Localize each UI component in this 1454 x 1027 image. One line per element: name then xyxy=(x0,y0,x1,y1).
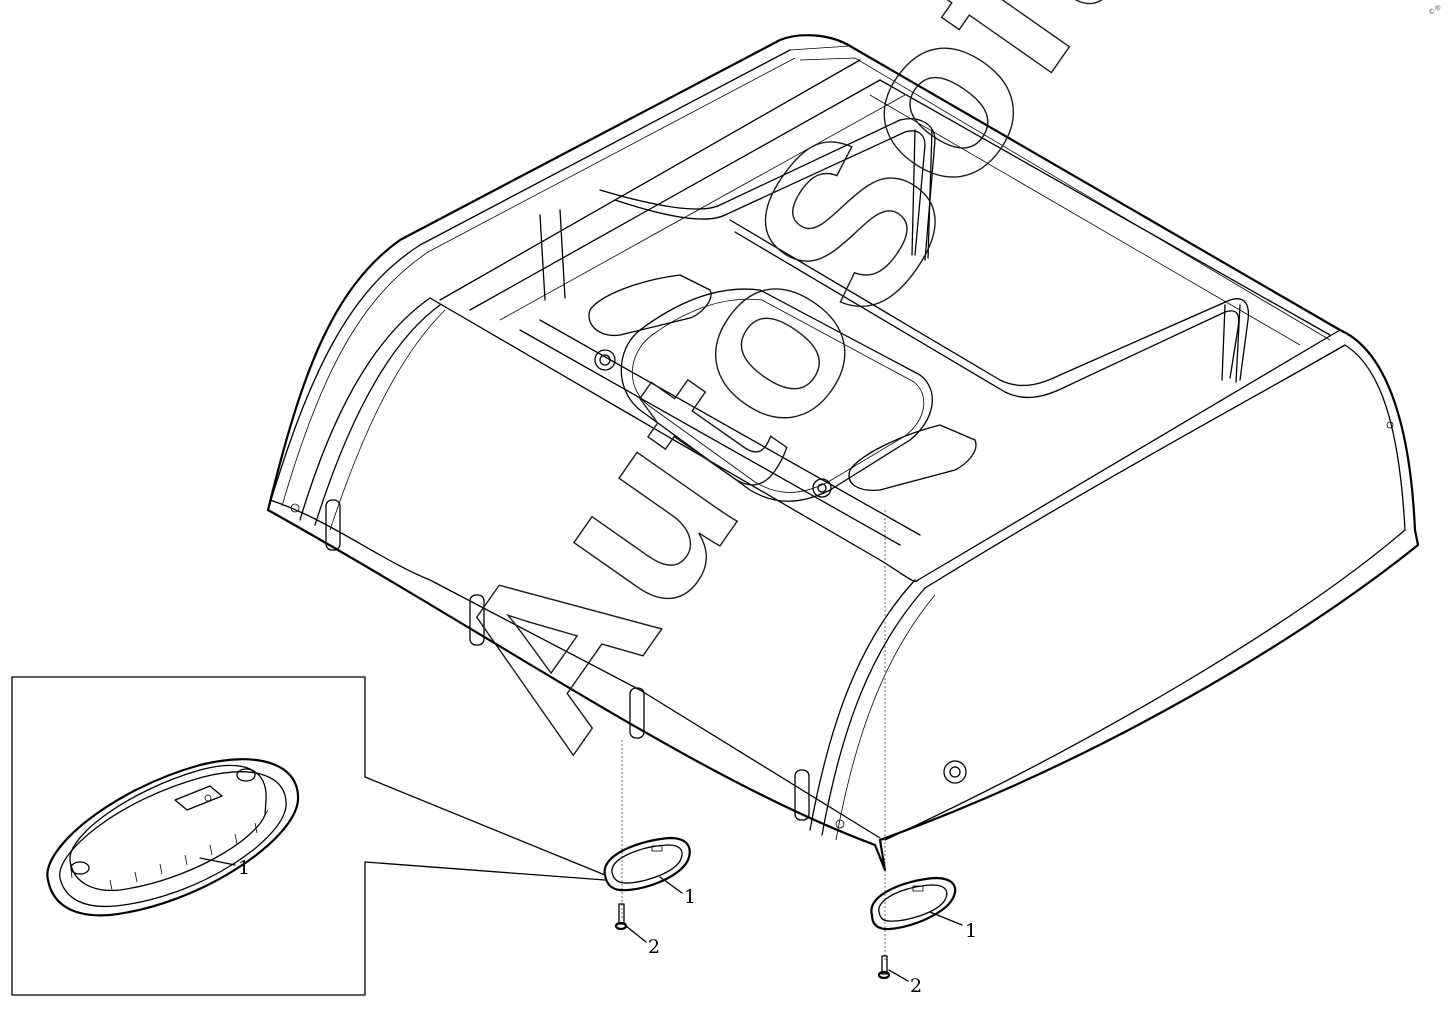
dome-lamp-center xyxy=(603,836,691,892)
watermark-text: AutoSoft xyxy=(400,0,1167,788)
roof-panel xyxy=(266,34,1420,872)
corner-mark: ©® xyxy=(1427,3,1443,17)
roof-frame xyxy=(290,59,1394,829)
callout-center-screw: 2 xyxy=(648,936,660,958)
dome-lamp-right xyxy=(870,876,957,931)
callout-leaders xyxy=(199,857,963,982)
screw-right xyxy=(877,955,891,980)
screw-center xyxy=(614,903,628,931)
callout-inset-lamp: 1 xyxy=(238,857,250,879)
watermark: AutoSoft xyxy=(399,0,1168,789)
callout-right-screw: 2 xyxy=(910,975,922,997)
callout-right-lamp: 1 xyxy=(965,920,977,942)
detail-inset xyxy=(11,676,606,996)
callout-center-lamp: 1 xyxy=(684,886,696,908)
